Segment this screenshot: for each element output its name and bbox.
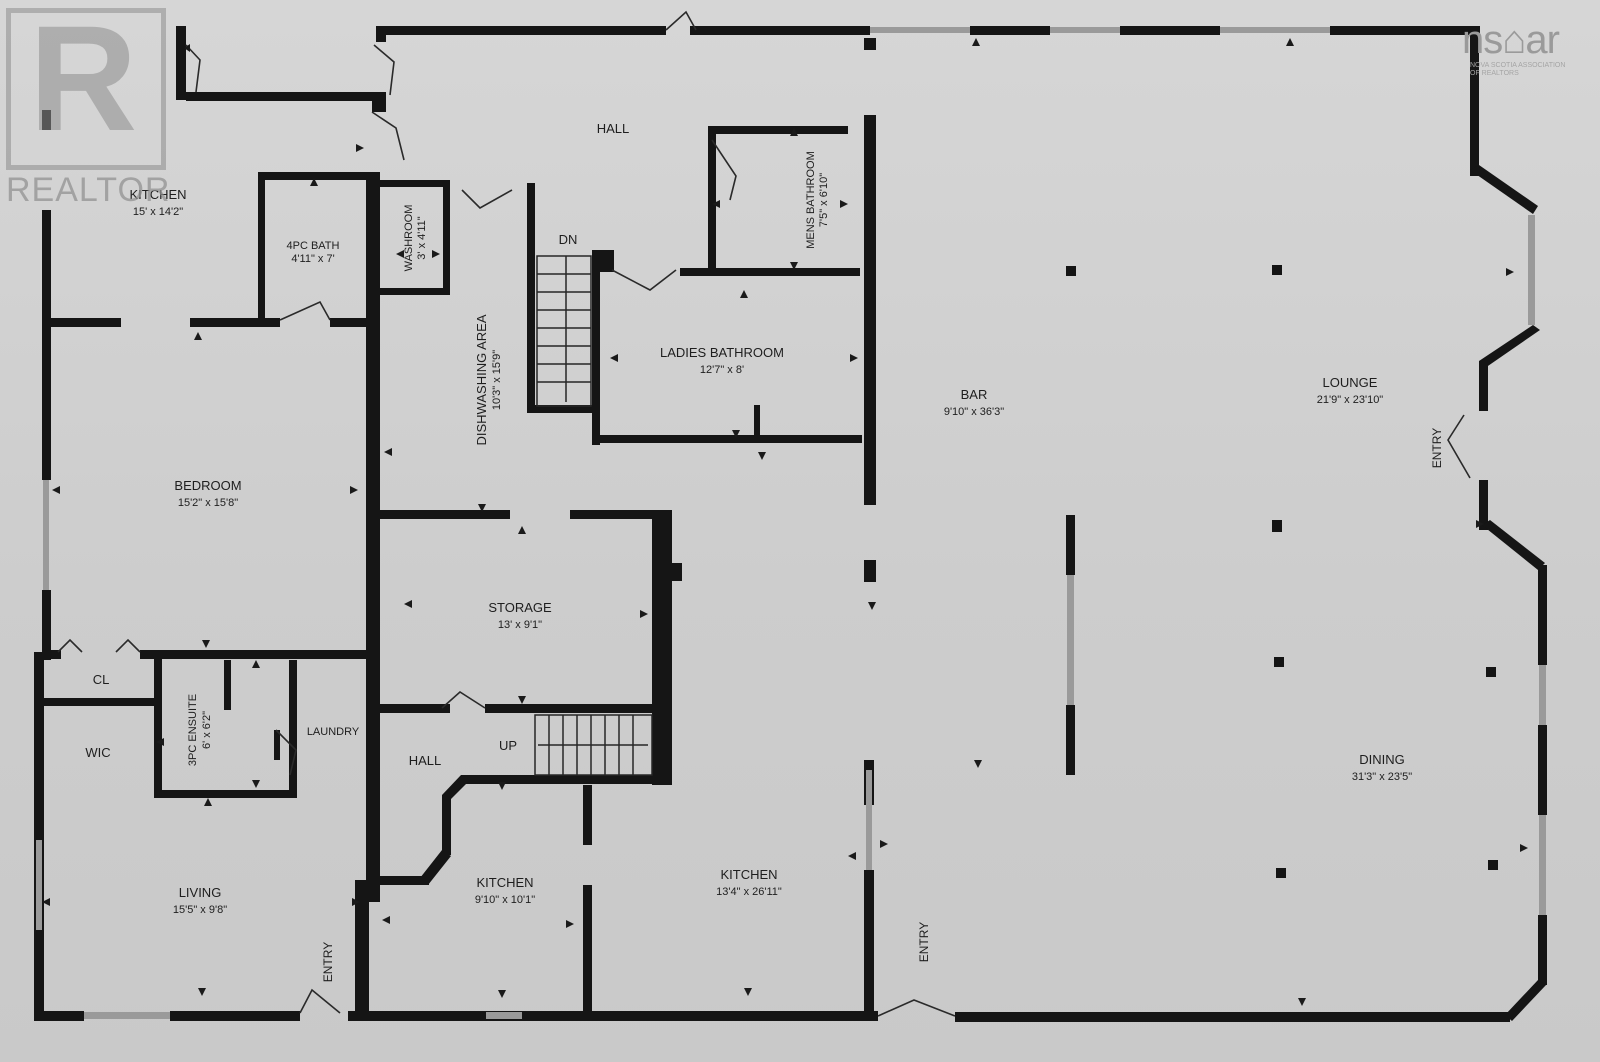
label-entry-right: ENTRY xyxy=(1430,428,1444,468)
dimension-marks xyxy=(42,38,1528,1006)
label-up: UP xyxy=(499,738,517,753)
label-bedroom: BEDROOM xyxy=(174,478,241,493)
dim-bedroom: 15'2" x 15'8" xyxy=(178,497,238,509)
label-lounge: LOUNGE xyxy=(1323,375,1378,390)
exterior-walls xyxy=(34,26,1547,1022)
label-ladies-bathroom: LADIES BATHROOM xyxy=(660,345,784,360)
dim-lounge: 21'9" x 23'10" xyxy=(1317,394,1384,406)
dim-living: 15'5" x 9'8" xyxy=(173,904,227,916)
realtor-logo-letter: R xyxy=(29,0,138,162)
dim-mens-bathroom: 7'5" x 6'10" xyxy=(818,173,830,227)
dim-kitchen-top: 15' x 14'2" xyxy=(133,206,183,218)
label-dining: DINING xyxy=(1359,752,1405,767)
label-3pc-ensuite: 3PC ENSUITE xyxy=(187,694,199,766)
dim-kitchen-small: 9'10" x 10'1" xyxy=(475,894,535,906)
label-bar: BAR xyxy=(961,387,988,402)
room-labels: KITCHEN 15' x 14'2" HALL 4PC BATH 4'11" … xyxy=(85,121,1444,982)
dim-storage: 13' x 9'1" xyxy=(498,619,542,631)
label-washroom: WASHROOM xyxy=(403,205,415,272)
label-mens-bathroom: MENS BATHROOM xyxy=(805,151,817,249)
dim-3pc-ensuite: 6' x 6'2" xyxy=(201,711,213,749)
dim-washroom: 3' x 4'11" xyxy=(416,216,428,259)
label-dishwashing-area: DISHWASHING AREA xyxy=(474,314,489,445)
nsar-logo: ns⌂ar xyxy=(1462,18,1560,62)
label-entry-bottom: ENTRY xyxy=(917,922,931,962)
label-hall-bottom: HALL xyxy=(409,753,442,768)
label-kitchen-large: KITCHEN xyxy=(720,867,777,882)
columns xyxy=(1066,265,1498,878)
dim-bar: 9'10" x 36'3" xyxy=(944,406,1004,418)
label-living: LIVING xyxy=(179,885,222,900)
dim-dishwashing-area: 10'3" x 15'9" xyxy=(491,350,503,410)
realtor-logo-icon: R xyxy=(6,3,166,170)
label-entry-living: ENTRY xyxy=(321,942,335,982)
label-storage: STORAGE xyxy=(488,600,552,615)
label-cl: CL xyxy=(93,672,110,687)
realtor-wordmark: REALTOR xyxy=(6,171,171,209)
label-4pc-bath: 4PC BATH xyxy=(287,240,340,252)
label-wic: WIC xyxy=(85,745,110,760)
dim-4pc-bath: 4'11" x 7' xyxy=(291,253,334,265)
dim-kitchen-large: 13'4" x 26'11" xyxy=(716,886,782,898)
dim-ladies-bathroom: 12'7" x 8' xyxy=(700,364,744,376)
interior-walls xyxy=(44,38,1075,1020)
label-dn: DN xyxy=(559,232,578,247)
label-kitchen-top: KITCHEN xyxy=(129,187,186,202)
dim-dining: 31'3" x 23'5" xyxy=(1352,771,1412,783)
label-hall-top: HALL xyxy=(597,121,630,136)
label-kitchen-small: KITCHEN xyxy=(476,875,533,890)
label-laundry: LAUNDRY xyxy=(307,726,360,738)
stairs-up xyxy=(534,714,653,776)
stairs-down xyxy=(536,255,592,407)
nsar-logo-subtitle: NOVA SCOTIA ASSOCIATION OF REALTORS xyxy=(1470,62,1566,77)
door-swings xyxy=(57,10,1471,1017)
